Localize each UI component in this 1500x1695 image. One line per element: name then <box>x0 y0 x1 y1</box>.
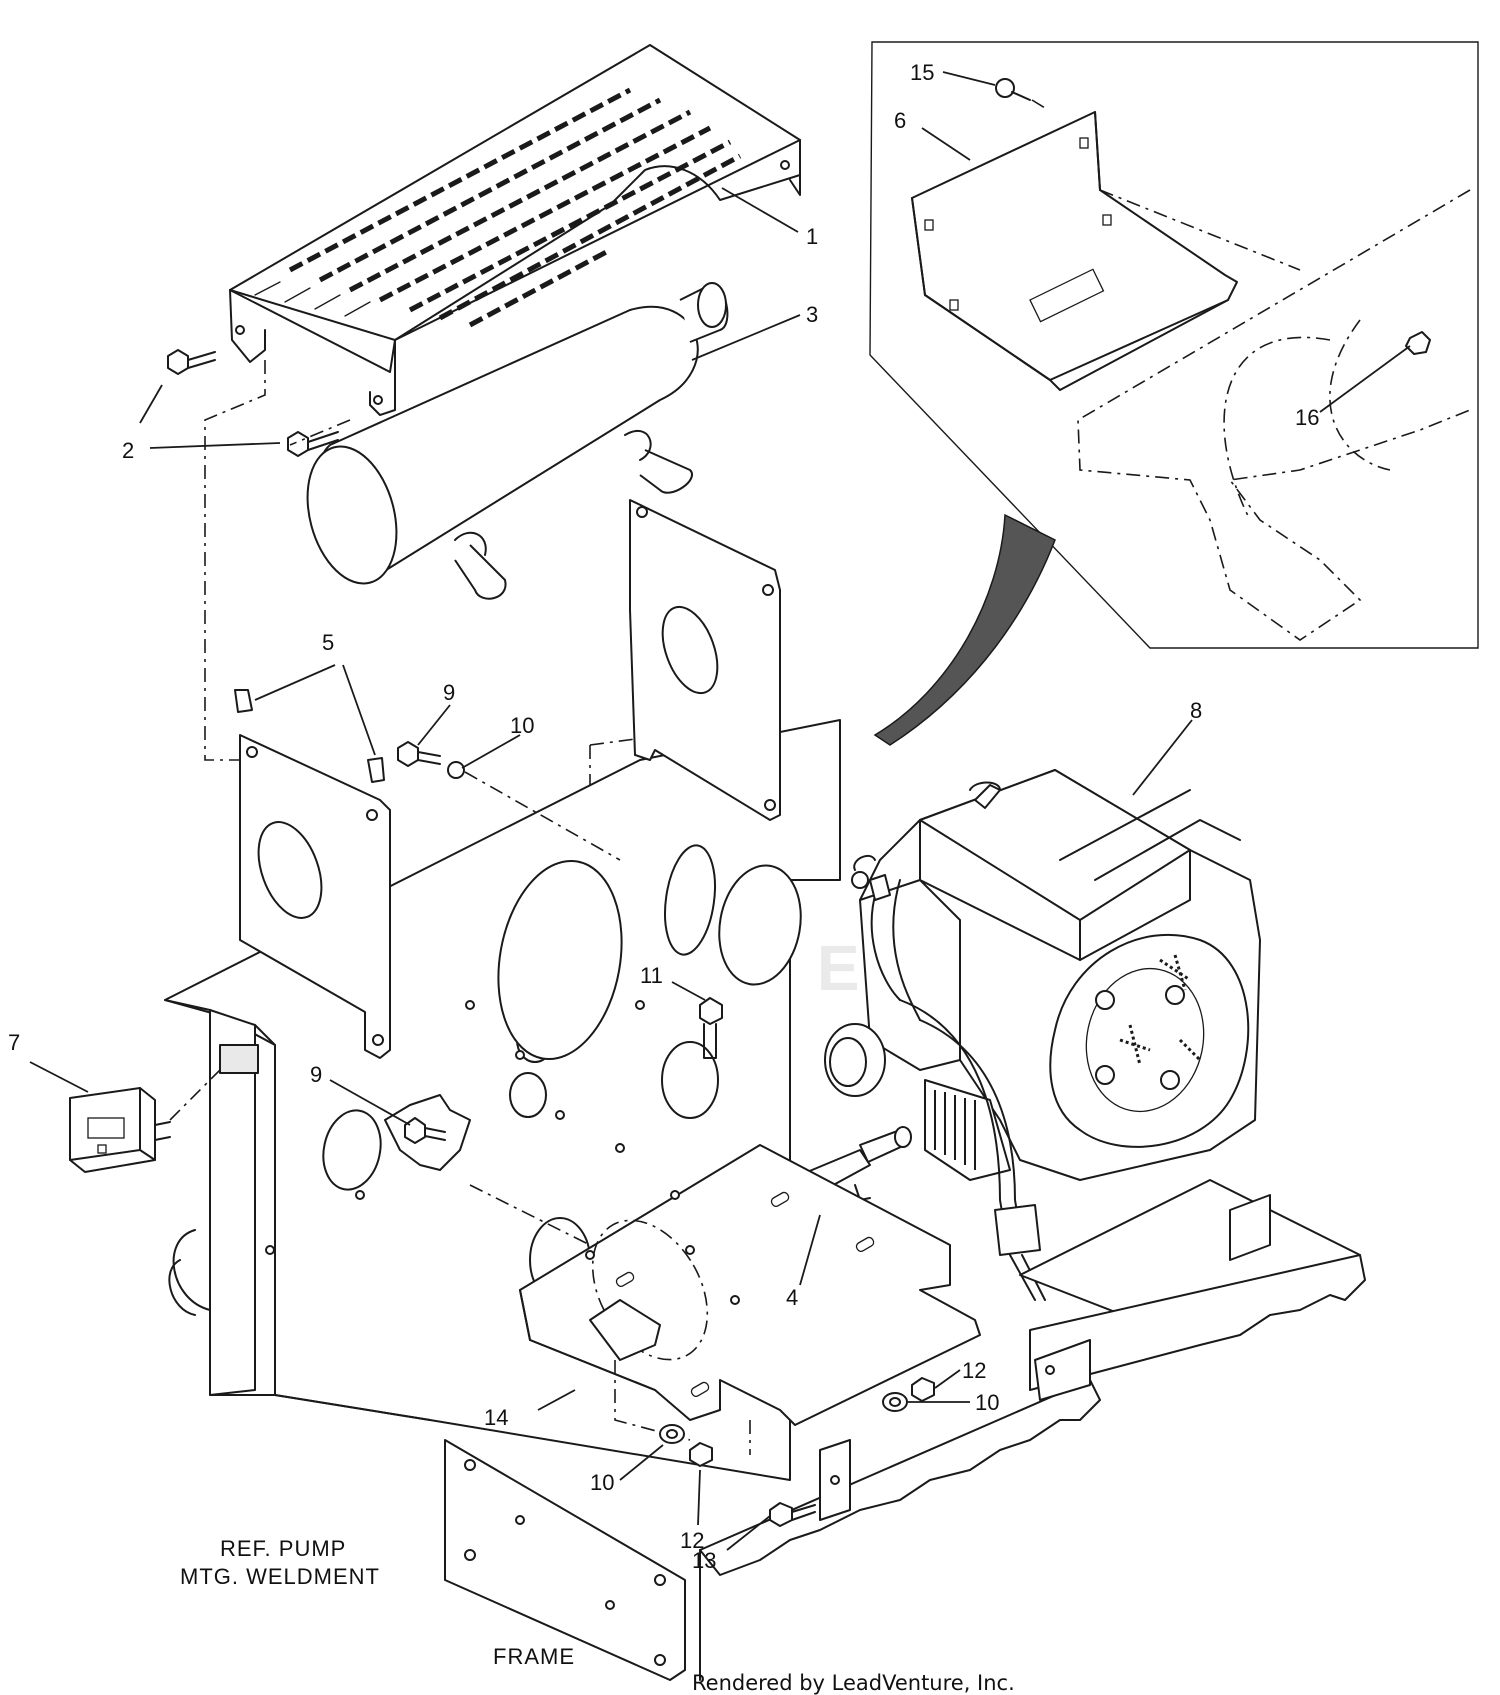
callout-3: 3 <box>806 302 818 327</box>
bolts-2 <box>167 349 339 457</box>
hour-meter-7 <box>69 1044 259 1173</box>
leader-lines <box>29 71 1411 1551</box>
muffler-3 <box>306 282 729 600</box>
frame <box>444 1179 1366 1681</box>
frame-caption: FRAME <box>493 1644 575 1669</box>
bolt-11 <box>699 997 723 1059</box>
callout-10-upper: 10 <box>510 713 534 738</box>
callout-9-upper: 9 <box>443 680 455 705</box>
captions: REF. PUMP MTG. WELDMENT FRAME <box>180 1536 575 1669</box>
bolt-13 <box>769 1502 816 1527</box>
clips-5 <box>234 689 385 783</box>
hardware-10-12 <box>659 1377 935 1467</box>
cover-louvers <box>254 87 742 328</box>
engine-8 <box>824 769 1261 1301</box>
callout-15: 15 <box>910 60 934 85</box>
callout-10-lower: 10 <box>590 1470 614 1495</box>
callout-1: 1 <box>806 224 818 249</box>
ref-pump-caption-line2: MTG. WELDMENT <box>180 1564 380 1589</box>
gasket-left <box>239 734 391 1059</box>
callout-14: 14 <box>484 1405 508 1430</box>
render-credit: Rendered by LeadVenture, Inc. <box>692 1671 1015 1695</box>
top-cover-1 <box>229 44 801 416</box>
gasket-right <box>629 499 781 821</box>
pump-plate-14 <box>519 1144 981 1455</box>
callout-2: 2 <box>122 438 134 463</box>
callout-10-right: 10 <box>975 1390 999 1415</box>
bolt-9-lower <box>384 1094 601 1251</box>
callout-labels: 1 2 3 4 5 6 7 8 9 9 10 10 10 11 12 12 13… <box>8 60 1319 1573</box>
nut-16 <box>1405 331 1431 355</box>
callout-4: 4 <box>786 1285 798 1310</box>
callout-7: 7 <box>8 1030 20 1055</box>
callout-13: 13 <box>692 1548 716 1573</box>
callout-12-right: 12 <box>962 1358 986 1383</box>
drive-belt <box>873 513 1056 746</box>
ref-pump-caption-line1: REF. PUMP <box>220 1536 346 1561</box>
callout-11: 11 <box>640 963 663 988</box>
callout-6: 6 <box>894 108 906 133</box>
callout-16: 16 <box>1295 405 1319 430</box>
callout-9-lower: 9 <box>310 1062 322 1087</box>
callout-12-lower: 12 <box>680 1528 704 1553</box>
callout-8: 8 <box>1190 698 1202 723</box>
callout-5: 5 <box>322 630 334 655</box>
bolt-15 <box>995 78 1046 109</box>
inset-detail <box>869 41 1479 649</box>
bolt-9-upper <box>397 741 621 861</box>
inset-frame <box>869 41 1479 649</box>
